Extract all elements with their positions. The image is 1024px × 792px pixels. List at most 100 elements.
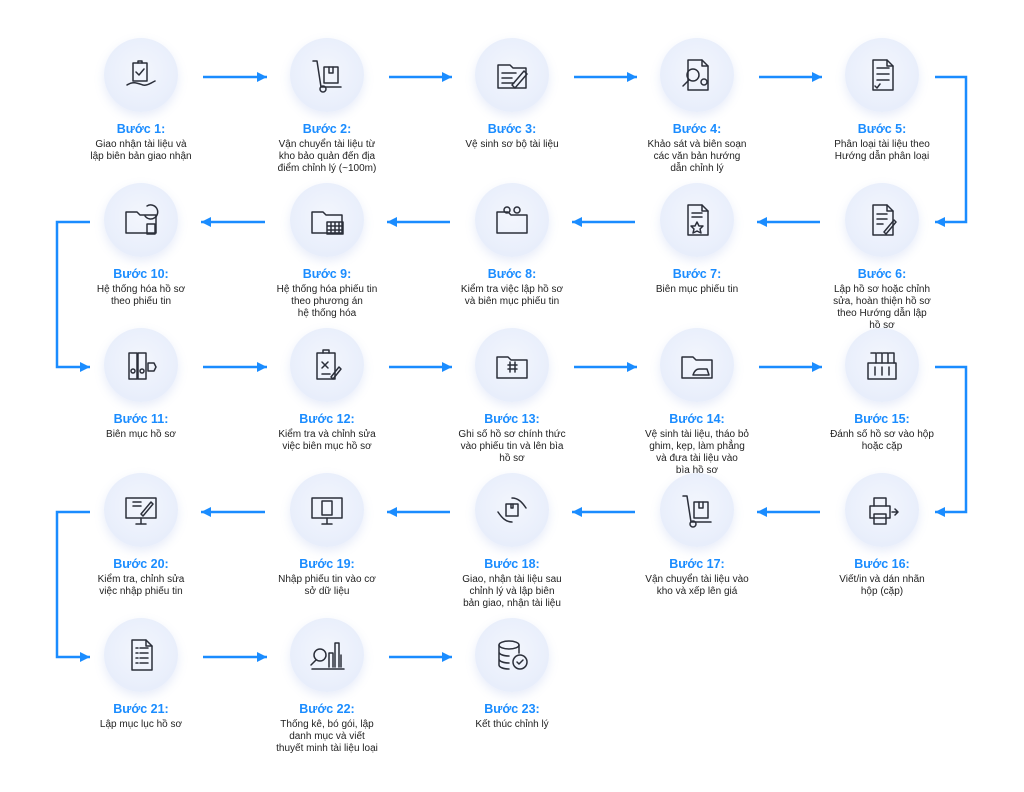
arrow-head [442, 652, 452, 662]
step-23: Bước 23: Kết thúc chỉnh lý [432, 618, 592, 731]
step-icon-circle [660, 38, 734, 112]
arrow-head [80, 362, 90, 372]
step-description: Giao nhận tài liệu và lập biên bản giao … [90, 139, 192, 162]
step-description: Biên mục hồ sơ [106, 429, 176, 440]
step-description: Lập hồ sơ hoặc chỉnh sửa, hoàn thiện hồ … [833, 284, 931, 331]
step-title: Bước 1: [116, 122, 166, 136]
arrow-row-turn [935, 75, 968, 224]
step-14: Bước 14: Vệ sinh tài liệu, tháo bỏ ghim,… [617, 328, 777, 477]
step-description: Biên mục phiếu tin [655, 284, 739, 295]
step-description: Hệ thống hóa phiếu tin theo phương án hệ… [276, 284, 378, 319]
arrow-head [442, 72, 452, 82]
folder-refresh-icon [125, 204, 159, 235]
step-6: Bước 6: Lập hồ sơ hoặc chỉnh sửa, hoàn t… [802, 183, 962, 332]
step-description: Phân loại tài liệu theo Hướng dẫn phân l… [834, 139, 930, 162]
step-icon-circle [475, 38, 549, 112]
step-description: Kiểm tra việc lập hồ sơ và biên mục phiế… [460, 284, 564, 307]
step-1: Bước 1: Giao nhận tài liệu và lập biên b… [61, 38, 221, 163]
document-pen-icon [872, 204, 897, 236]
step-description: Vận chuyển tài liệu từ kho bảo quản đến … [277, 139, 377, 174]
step-9: Bước 9: Hệ thống hóa phiếu tin theo phươ… [247, 183, 407, 320]
step-title: Bước 22: [299, 702, 355, 716]
step-title: Bước 23: [484, 702, 540, 716]
folder-iron-icon [681, 356, 713, 379]
step-icon-circle [475, 183, 549, 257]
arrow-head [257, 362, 267, 372]
folder-brush-icon [497, 64, 528, 89]
step-description: Vệ sinh sơ bộ tài liệu [465, 139, 559, 150]
step-22: Bước 22: Thống kê, bó gói, lập danh mục … [247, 618, 407, 755]
arrow-head [257, 652, 267, 662]
step-title: Bước 14: [669, 412, 725, 426]
step-title: Bước 6: [857, 267, 907, 281]
step-title: Bước 15: [854, 412, 910, 426]
step-icon-circle [104, 618, 178, 692]
arrow-row-turn [55, 510, 90, 659]
arrow-row-turn [935, 365, 968, 514]
arrow-head [201, 507, 211, 517]
arrow-head [80, 652, 90, 662]
step-title: Bước 12: [299, 412, 355, 426]
arrow-head [935, 507, 945, 517]
step-icon-circle [475, 618, 549, 692]
step-description: Vận chuyển tài liệu vào kho và xếp lên g… [645, 574, 749, 597]
arrow-head [935, 217, 945, 227]
step-title: Bước 7: [672, 267, 722, 281]
monitor-document-icon [311, 497, 343, 525]
step-icon-circle [290, 38, 364, 112]
step-2: Bước 2: Vận chuyển tài liệu từ kho bảo q… [247, 38, 407, 175]
binders-tag-icon [128, 352, 157, 380]
step-title: Bước 16: [854, 557, 910, 571]
step-7: Bước 7: Biên mục phiếu tin [617, 183, 777, 296]
abc-checklist-icon [872, 59, 894, 91]
step-title: Bước 5: [857, 122, 907, 136]
step-icon-circle [660, 183, 734, 257]
step-icon-circle [104, 38, 178, 112]
arrow-head [627, 72, 637, 82]
step-icon-circle [845, 38, 919, 112]
step-21: Bước 21: Lập mục lục hồ sơ [61, 618, 221, 731]
list-document-icon [131, 639, 153, 671]
step-icon-circle [290, 328, 364, 402]
arrow-head [201, 217, 211, 227]
step-description: Thống kê, bó gói, lập danh mục và viết t… [276, 719, 378, 754]
step-11: Bước 11: Biên mục hồ sơ [61, 328, 221, 441]
arrow-head [757, 507, 767, 517]
monitor-pen-icon [125, 497, 157, 525]
arrow-head [812, 72, 822, 82]
step-10: Bước 10: Hệ thống hóa hồ sơ theo phiếu t… [61, 183, 221, 308]
step-icon-circle [475, 328, 549, 402]
hands-box-icon [497, 497, 527, 523]
step-icon-circle [845, 183, 919, 257]
folder-eyes-icon [496, 206, 528, 234]
step-icon-circle [104, 183, 178, 257]
step-title: Bước 17: [669, 557, 725, 571]
step-title: Bước 18: [484, 557, 540, 571]
step-5: Bước 5: Phân loại tài liệu theo Hướng dẫ… [802, 38, 962, 163]
step-13: Bước 13: Ghi số hồ sơ chính thức vào phi… [432, 328, 592, 465]
step-12: Bước 12: Kiểm tra và chỉnh sửa việc biên… [247, 328, 407, 453]
step-icon-circle [290, 618, 364, 692]
step-description: Nhập phiếu tin vào cơ sở dữ liệu [278, 574, 376, 597]
step-title: Bước 13: [484, 412, 540, 426]
step-title: Bước 11: [113, 412, 169, 426]
arrow-head [387, 507, 397, 517]
step-description: Kết thúc chỉnh lý [475, 719, 549, 730]
arrow-head [812, 362, 822, 372]
step-19: Bước 19: Nhập phiếu tin vào cơ sở dữ liệ… [247, 473, 407, 598]
arrow-head [572, 507, 582, 517]
hand-truck-box-icon [682, 495, 712, 528]
step-title: Bước 9: [302, 267, 352, 281]
step-icon-circle [104, 328, 178, 402]
step-17: Bước 17: Vận chuyển tài liệu vào kho và … [617, 473, 777, 598]
clipboard-pen-icon [316, 349, 342, 380]
step-title: Bước 8: [487, 267, 537, 281]
step-description: Viết/in và dán nhãn hộp (cặp) [839, 574, 925, 597]
document-star-icon [687, 204, 709, 236]
database-check-icon [498, 640, 528, 670]
folder-grid-icon [311, 211, 344, 235]
step-description: Vệ sinh tài liệu, tháo bỏ ghim, kẹp, làm… [645, 429, 749, 476]
step-icon-circle [845, 473, 919, 547]
hand-truck-box-icon [312, 60, 342, 93]
handover-clipboard-icon [126, 60, 156, 86]
